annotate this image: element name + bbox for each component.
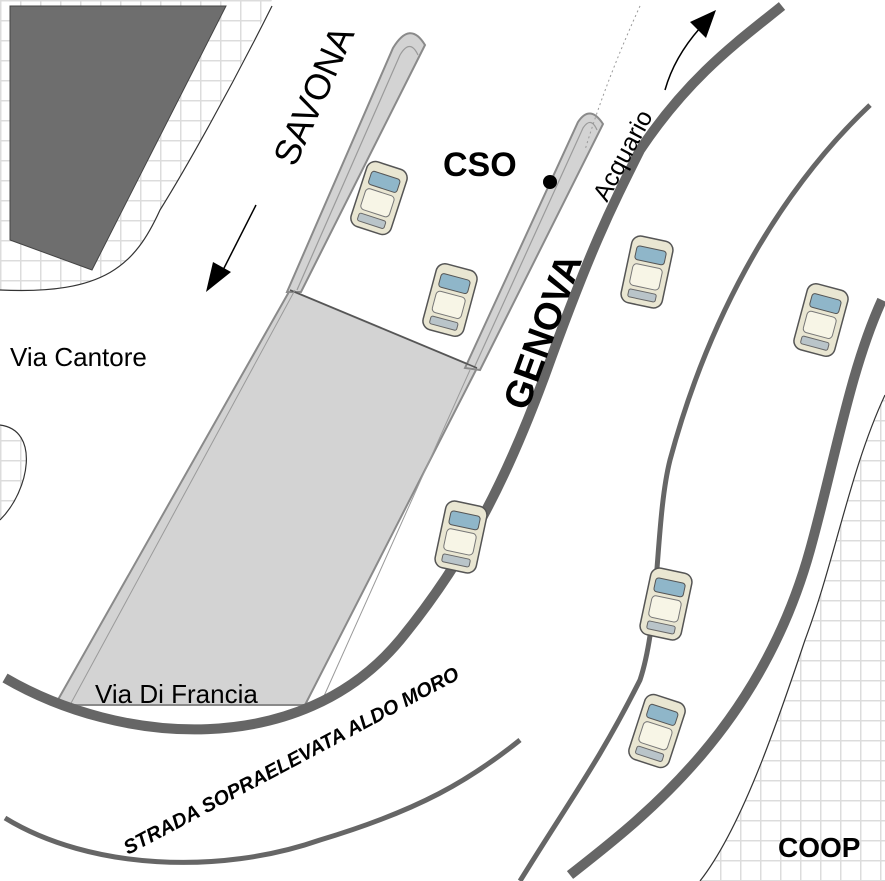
car-icon — [637, 565, 695, 643]
road-edge-east — [566, 297, 885, 879]
label-coop: COOP — [778, 832, 860, 863]
road-thin-line — [584, 5, 641, 151]
cso-marker — [543, 175, 557, 189]
road-edge-genova — [2, 2, 786, 735]
building-block — [9, 5, 227, 271]
road-median — [517, 103, 872, 881]
label-savona: SAVONA — [265, 20, 362, 171]
tunnel-ramp — [53, 32, 605, 706]
label-cso: CSO — [443, 146, 517, 184]
car-icon — [791, 280, 851, 360]
car-icon — [618, 233, 676, 311]
city-grid-left — [0, 424, 27, 521]
strada-sopraelevata-edge — [3, 738, 522, 865]
car-icon — [420, 260, 480, 340]
car-icon — [432, 498, 490, 576]
direction-arrow-icon — [664, 10, 716, 91]
label-via-cantore: Via Cantore — [10, 342, 147, 372]
direction-arrow-icon — [206, 204, 257, 292]
car-icon — [625, 691, 689, 771]
label-via-di-francia: Via Di Francia — [95, 679, 258, 709]
